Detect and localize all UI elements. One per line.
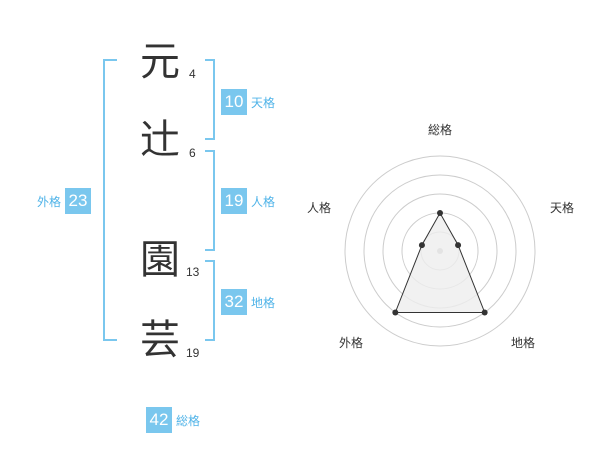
- radar-ring: [363, 174, 517, 328]
- radar-ring: [344, 155, 536, 347]
- chikaku-value: 32: [221, 289, 247, 315]
- gaikaku-value: 23: [65, 188, 92, 214]
- gaikaku-label: 外格: [37, 194, 62, 209]
- chikaku-label: 地格: [251, 295, 276, 310]
- chikaku-badge: 32 地格: [221, 289, 279, 315]
- tenkaku-value: 10: [221, 89, 247, 115]
- radar-shape: [394, 211, 486, 313]
- radar-label-top: 総格: [428, 122, 452, 137]
- chikaku-bracket: [205, 260, 215, 341]
- stroke-count-2: 6: [189, 146, 196, 160]
- soukaku-badge: 42 総格: [146, 407, 204, 433]
- radar-point-soukaku: [437, 210, 443, 216]
- soukaku-value: 42: [146, 407, 172, 433]
- radar-label-right: 天格: [550, 200, 574, 215]
- jinkaku-badge: 19 人格: [221, 188, 279, 214]
- stroke-count-4: 19: [186, 346, 200, 360]
- gaikaku-badge: 外格 23: [37, 188, 92, 214]
- stroke-count-3: 13: [186, 265, 200, 279]
- tenkaku-badge: 10 天格: [221, 89, 279, 115]
- radar-point-tenkaku: [455, 242, 462, 249]
- name-char-2: 辻: [140, 117, 180, 163]
- radar-point-chikaku: [481, 309, 488, 316]
- radar-label-bottom-right: 地格: [511, 335, 535, 350]
- tenkaku-bracket: [205, 59, 215, 140]
- jinkaku-bracket: [205, 150, 215, 251]
- radar-points: [392, 210, 488, 316]
- radar-point-gaikaku: [392, 309, 399, 316]
- jinkaku-value: 19: [221, 188, 247, 214]
- radar-label-left: 人格: [307, 200, 331, 215]
- name-char-3: 園: [140, 237, 180, 283]
- name-char-4: 芸: [140, 317, 180, 363]
- tenkaku-label: 天格: [251, 95, 276, 110]
- soukaku-label: 総格: [176, 413, 201, 428]
- radar-point-jinkaku: [418, 242, 425, 249]
- radar-label-bottom-left: 外格: [339, 335, 363, 350]
- name-char-1: 元: [140, 39, 180, 85]
- stroke-count-1: 4: [189, 67, 196, 81]
- gaikaku-bracket: [103, 59, 117, 341]
- jinkaku-label: 人格: [251, 194, 276, 209]
